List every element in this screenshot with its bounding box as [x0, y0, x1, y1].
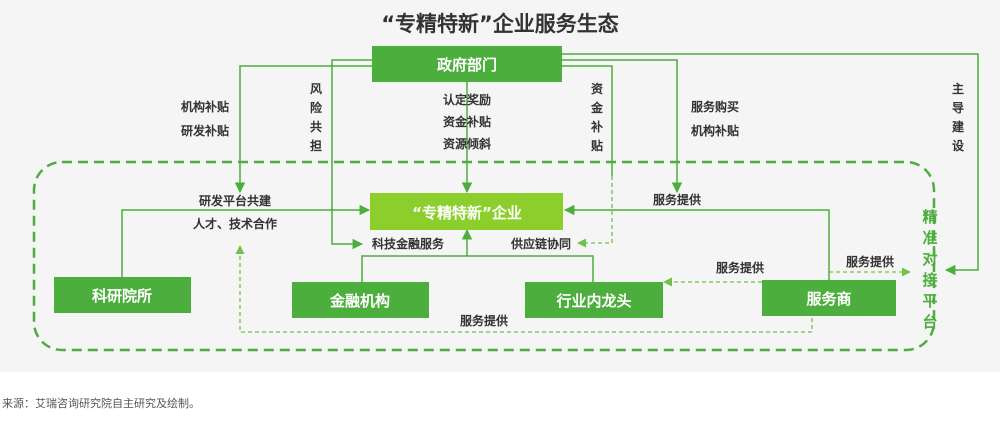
bottom-service-dashed-line	[235, 245, 813, 333]
research-to-enterprise-label-1: 研发平台共建	[199, 193, 272, 208]
tech-finance-label: 科技金融服务	[372, 236, 445, 251]
provider-to-platform-label: 服务提供	[846, 254, 894, 269]
gov-node: 政府部门	[372, 46, 562, 82]
leader-node-label: 行业内龙头	[555, 292, 631, 310]
risk-sharing-char-1: 险	[310, 100, 323, 115]
fund-subsidy-line	[562, 65, 613, 176]
gov-node-label: 政府部门	[437, 56, 497, 74]
supply-chain-label: 供应链协同	[510, 236, 571, 251]
fund-subsidy-char-3: 贴	[591, 138, 603, 153]
finance-node: 金融机构	[292, 282, 429, 318]
lead-build-char-1: 导	[952, 100, 964, 115]
fund-subsidy-char-1: 金	[590, 100, 604, 115]
gov-to-enterprise-label-3: 资源倾斜	[443, 136, 491, 151]
finance-leader-junction-line	[361, 255, 594, 282]
fund-subsidy-char-2: 补	[590, 119, 603, 134]
supply-chain-dashed-line	[577, 176, 613, 248]
leader-node: 行业内龙头	[525, 282, 663, 318]
gov-to-research-label-2: 研发补贴	[181, 123, 229, 138]
platform-label-char-3: 接	[922, 271, 937, 289]
gov-to-provider-label-2: 机构补贴	[691, 123, 739, 138]
research-to-enterprise-line	[121, 204, 371, 277]
lead-build-char-2: 建	[951, 119, 965, 134]
lead-build-char-0: 主	[952, 81, 964, 96]
research-to-enterprise-label-2: 人才、技术合作	[193, 216, 277, 231]
provider-node-label: 服务商	[806, 290, 851, 308]
provider-to-enterprise-line	[563, 204, 830, 280]
provider-node: 服务商	[762, 280, 896, 316]
provider-to-leader-label: 服务提供	[716, 260, 764, 275]
finance-node-label: 金融机构	[329, 292, 390, 310]
ecosystem-diagram: 政府部门 “专精特新”企业 科研院所 金融机构 行业内龙头 服务商 精 准 对 …	[32, 46, 979, 352]
platform-label-char-2: 对	[922, 250, 937, 268]
research-node-label: 科研院所	[92, 287, 152, 305]
gov-to-research-label-1: 机构补贴	[181, 99, 229, 114]
provider-to-enterprise-label: 服务提供	[653, 192, 701, 207]
platform-label-char-4: 平	[922, 292, 937, 310]
gov-to-provider-label-1: 服务购买	[691, 99, 739, 114]
enterprise-node-label: “专精特新”企业	[412, 204, 522, 222]
platform-label-char-0: 精	[922, 208, 937, 226]
risk-sharing-char-2: 共	[310, 119, 322, 134]
risk-sharing-char-3: 担	[310, 138, 322, 153]
gov-to-research-line	[234, 65, 372, 194]
research-node: 科研院所	[54, 277, 191, 313]
platform-label-char-5: 台	[922, 313, 937, 331]
platform-boundary	[32, 160, 936, 352]
gov-to-enterprise-label-1: 认定奖励	[443, 92, 491, 107]
risk-sharing-char-0: 风	[310, 82, 322, 96]
bottom-service-label: 服务提供	[460, 313, 508, 328]
diagram-title: “专精特新”企业服务生态	[381, 12, 619, 36]
risk-sharing-line	[331, 59, 372, 250]
source-note: 来源：艾瑞咨询研究院自主研究及绘制。	[2, 397, 200, 410]
lead-build-line	[562, 53, 979, 276]
fund-subsidy-char-0: 资	[591, 81, 603, 96]
platform-label-char-1: 准	[922, 229, 937, 247]
gov-to-enterprise-label-2: 资金补贴	[443, 114, 491, 129]
lead-build-char-3: 设	[952, 138, 965, 153]
enterprise-node: “专精特新”企业	[370, 193, 563, 230]
gov-to-provider-line	[562, 59, 683, 194]
